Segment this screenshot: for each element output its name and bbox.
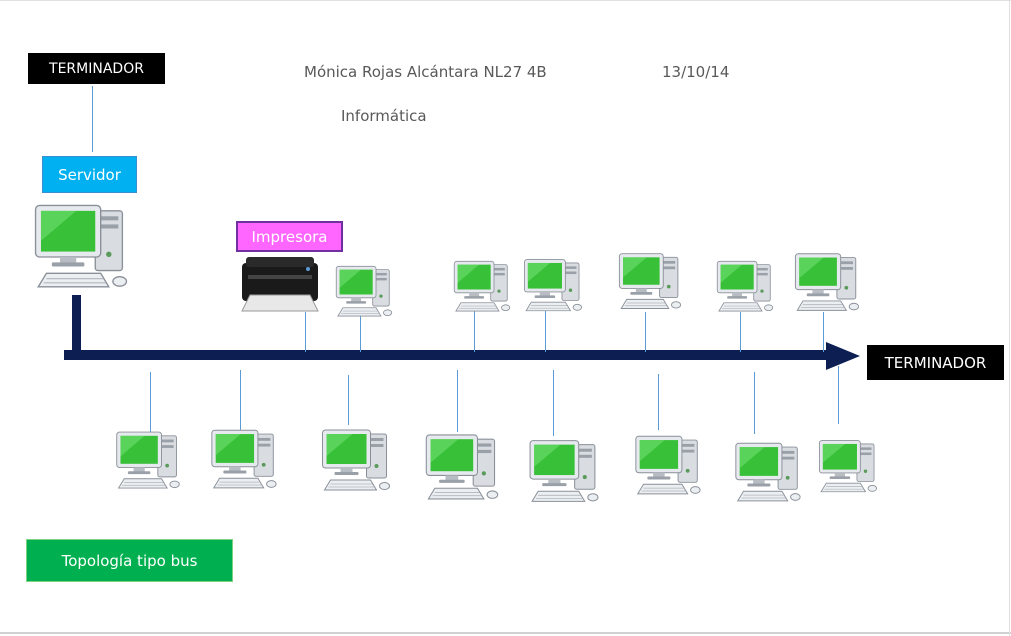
server-computer-icon bbox=[34, 204, 128, 288]
wire bbox=[838, 366, 839, 424]
computer-icon bbox=[425, 434, 499, 500]
wire bbox=[348, 375, 349, 425]
printer-wire bbox=[305, 312, 306, 352]
wire bbox=[740, 312, 741, 352]
terminator-left-box: TERMINADOR bbox=[28, 53, 165, 84]
date-text: 13/10/14 bbox=[662, 63, 730, 81]
wire bbox=[360, 316, 361, 352]
computer-icon bbox=[735, 442, 801, 502]
wire bbox=[457, 370, 458, 432]
computer-icon bbox=[794, 253, 860, 311]
topology-label: Topología tipo bus bbox=[26, 539, 233, 582]
server-drop-cable bbox=[72, 295, 81, 357]
printer-label: Impresora bbox=[236, 221, 343, 252]
computer-icon bbox=[716, 260, 774, 312]
wire bbox=[240, 370, 241, 430]
subject-text: Informática bbox=[341, 107, 427, 125]
wire bbox=[545, 310, 546, 352]
bottom-edge bbox=[0, 632, 1011, 634]
bus-cable bbox=[64, 350, 830, 360]
wire bbox=[754, 372, 755, 434]
top-edge bbox=[0, 0, 1011, 1]
computer-icon bbox=[453, 260, 511, 312]
computer-icon bbox=[523, 259, 583, 312]
computer-icon bbox=[618, 253, 682, 309]
terminator-left-wire bbox=[92, 86, 93, 152]
computer-icon bbox=[116, 431, 180, 489]
computer-icon bbox=[635, 435, 701, 495]
bus-arrow-head bbox=[826, 342, 860, 370]
laser-printer-icon bbox=[241, 257, 319, 312]
server-label: Servidor bbox=[42, 156, 137, 193]
wire bbox=[474, 306, 475, 352]
wire bbox=[658, 374, 659, 430]
computer-icon bbox=[529, 440, 599, 502]
computer-icon bbox=[818, 440, 878, 493]
author-text: Mónica Rojas Alcántara NL27 4B bbox=[304, 63, 547, 81]
terminator-right-box: TERMINADOR bbox=[867, 345, 1004, 380]
wire bbox=[645, 312, 646, 352]
right-edge bbox=[1009, 0, 1010, 636]
computer-icon bbox=[322, 429, 390, 491]
computer-icon bbox=[335, 265, 393, 317]
wire bbox=[553, 370, 554, 436]
computer-icon bbox=[211, 429, 277, 489]
wire bbox=[823, 312, 824, 352]
wire bbox=[150, 372, 151, 432]
